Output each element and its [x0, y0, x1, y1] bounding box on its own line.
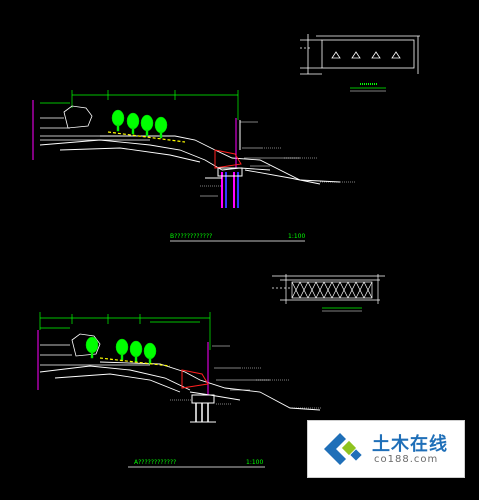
- lower-retaining-wall: [181, 342, 216, 423]
- detail-caption-top: [350, 83, 386, 92]
- lower-section: A???????????? 1:100: [37, 312, 322, 468]
- lower-curb: [99, 357, 171, 367]
- detail-panel-top: [300, 34, 420, 75]
- anchor-marks: [331, 51, 401, 59]
- lower-slope-profile: [39, 361, 321, 411]
- upper-slope-profile: [39, 135, 341, 185]
- upper-scale: 1:100: [288, 233, 305, 240]
- lower-scale: 1:100: [246, 459, 263, 466]
- upper-callouts: [200, 121, 355, 197]
- lower-title-block: A???????????? 1:100: [128, 459, 265, 468]
- upper-retaining-wall: [205, 118, 243, 208]
- lower-terrace: [40, 333, 150, 366]
- upper-dimension: [40, 90, 239, 120]
- logo-domain-text: co188.com: [374, 454, 439, 465]
- detail-caption-mid: [322, 307, 362, 312]
- detail-box: [321, 39, 415, 69]
- logo-brand-text: 土木在线: [372, 434, 448, 455]
- upper-title-block: B???????????? 1:100: [170, 233, 305, 242]
- upper-trees: [111, 109, 168, 139]
- detail-panel-mid: [272, 274, 385, 304]
- lower-callouts: [170, 345, 322, 409]
- upper-section: B???????????? 1:100: [32, 90, 355, 242]
- logo-mark-icon: [324, 433, 362, 465]
- watermark-logo: 土木在线 co188.com: [307, 420, 465, 478]
- upper-curb: [107, 131, 186, 143]
- lower-dimension: [39, 312, 211, 350]
- lower-title: A????????????: [134, 459, 176, 466]
- upper-title: B????????????: [170, 233, 212, 240]
